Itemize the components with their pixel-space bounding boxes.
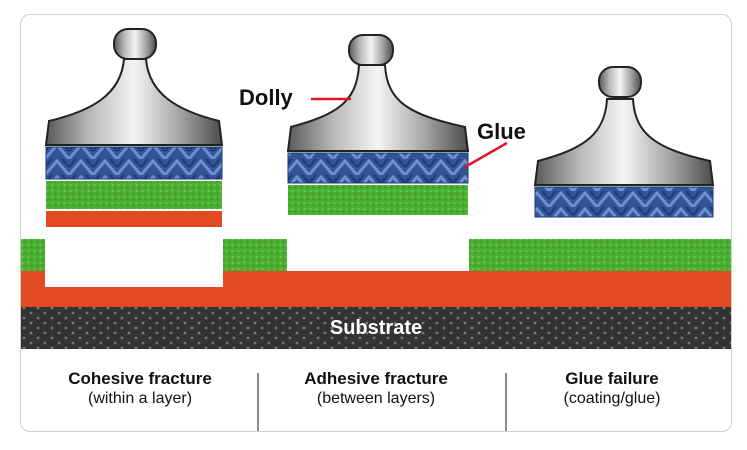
top-coating-middle-left [223,239,287,271]
dolly-cohesive [44,28,224,227]
diagram-card: Dolly Glue Substrate Cohesive fracture (… [20,14,732,432]
glue-label: Glue [477,119,526,144]
dolly-label: Dolly [239,85,293,110]
caption-title: Adhesive fracture [304,369,448,388]
caption-cohesive: Cohesive fracture (within a layer) [25,369,255,409]
substrate-label: Substrate [329,317,423,339]
fracture-diagram-svg [21,28,731,349]
caption-divider [505,373,507,431]
caption-adhesive: Adhesive fracture (between layers) [261,369,491,409]
glue-callout-line [464,141,508,169]
top-coating-right [469,239,731,271]
dolly-glue-failure [533,66,715,218]
caption-subtitle: (between layers) [316,390,436,407]
caption-subtitle: (within a layer) [87,390,193,407]
fracture-gap-middle [287,239,469,271]
top-coating-left [21,239,45,271]
fracture-gap-left [45,239,223,287]
caption-title: Glue failure [565,369,659,388]
caption-title: Cohesive fracture [68,369,212,388]
substrate-layer [21,307,731,349]
caption-glue-failure: Glue failure (coating/glue) [497,369,727,409]
dolly-adhesive [286,34,470,215]
caption-divider [257,373,259,431]
caption-subtitle: (coating/glue) [563,390,661,407]
